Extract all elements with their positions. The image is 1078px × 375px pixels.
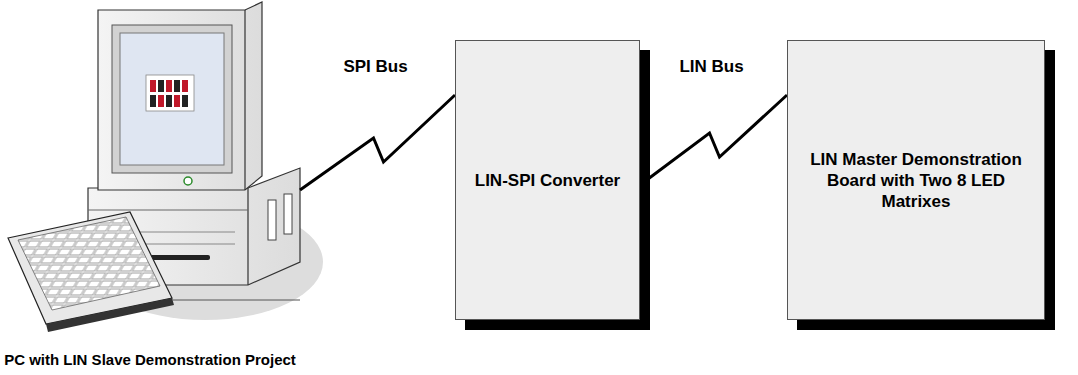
box-label: LIN-SPI Converter <box>475 170 620 191</box>
node-caption: PC with LIN Slave Demonstration Project <box>0 351 300 369</box>
process-box: LIN Master Demonstration Board with Two … <box>787 40 1045 320</box>
process-box: LIN-SPI Converter <box>455 40 640 320</box>
lightning-connector <box>640 95 787 185</box>
bus-label: LIN Bus <box>676 57 746 77</box>
lightning-connector <box>300 95 455 190</box>
box-label: LIN Master Demonstration Board with Two … <box>804 149 1028 212</box>
bus-label: SPI Bus <box>340 57 410 77</box>
monitor <box>98 2 262 190</box>
pc-node: PC with LIN Slave Demonstration Project <box>0 0 300 372</box>
chip-icon <box>146 75 194 111</box>
screen <box>120 33 224 165</box>
